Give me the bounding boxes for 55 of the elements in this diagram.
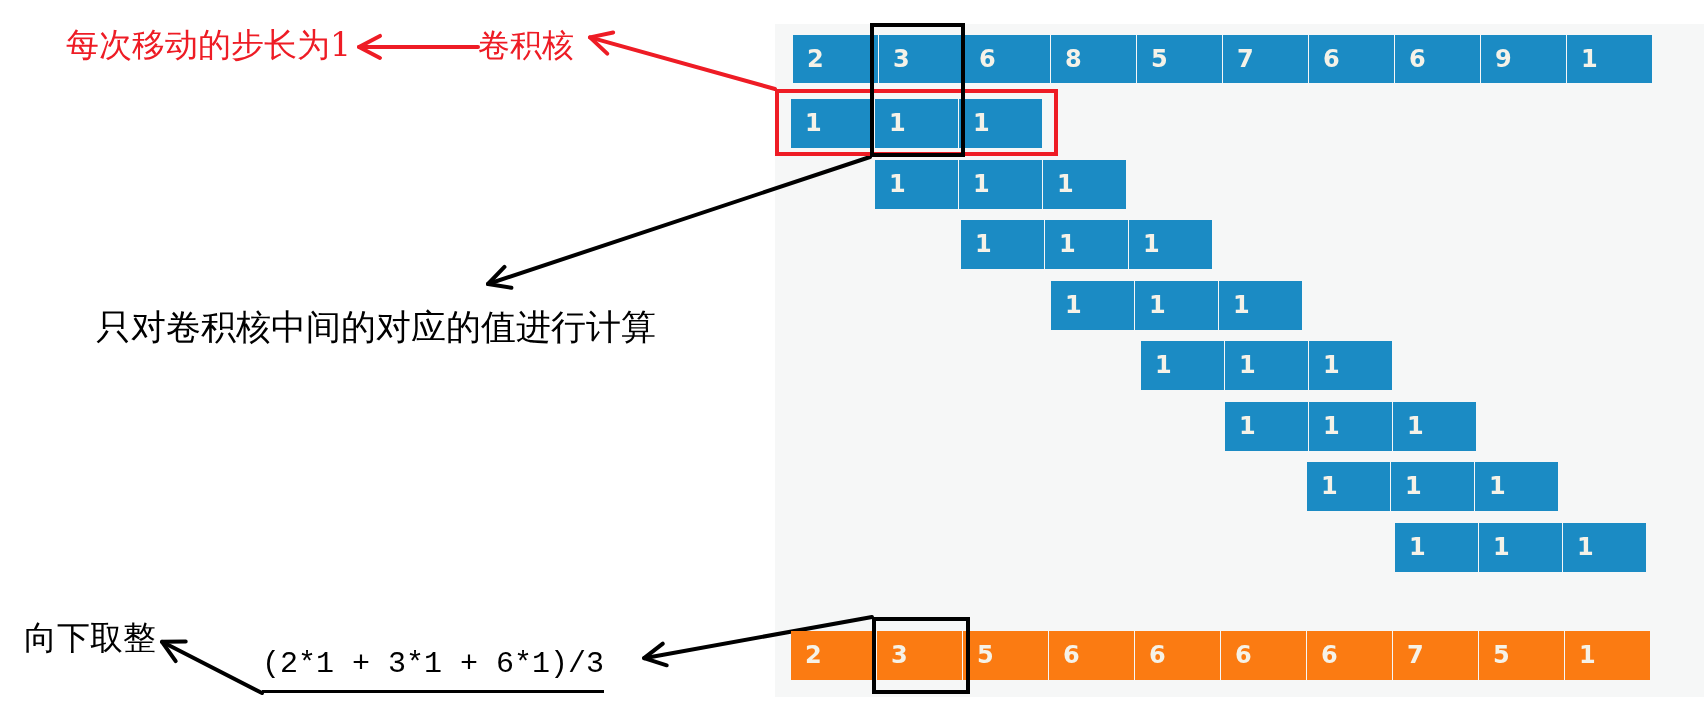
kernel-cell: 1 [1225,402,1308,451]
highlight-box [872,617,970,694]
input-cell: 3 [879,35,961,83]
kernel-cell: 1 [1043,160,1126,209]
kernel-cell: 1 [961,220,1044,269]
input-cell: 7 [1223,35,1308,83]
kernel-cell: 1 [1045,220,1128,269]
kernel-cell: 1 [1563,523,1646,572]
kernel-cell: 1 [959,99,1042,148]
input-cell: 6 [965,35,1050,83]
output-cell: 5 [1479,631,1564,680]
highlight-box [775,89,1058,156]
kernel-cell: 1 [1309,402,1392,451]
kernel-cell: 1 [1309,341,1392,390]
kernel-cell: 1 [1475,462,1558,511]
annotation-text: 卷积核 [478,26,590,64]
output-cell: 5 [963,631,1048,680]
kernel-cell: 1 [875,99,958,148]
kernel-cell: 1 [1395,523,1478,572]
arrow [588,30,777,91]
kernel-cell: 1 [1051,281,1134,330]
kernel-cell: 1 [1393,402,1476,451]
kernel-cell: 1 [959,160,1042,209]
input-cell: 9 [1481,35,1566,83]
output-cell: 6 [1049,631,1134,680]
output-cell: 3 [877,631,962,680]
kernel-cell: 1 [1479,523,1562,572]
output-cell: 6 [1135,631,1220,680]
kernel-cell: 1 [1307,462,1390,511]
arrow [357,33,480,60]
annotation-text: 向下取整 [24,619,162,657]
input-cell: 8 [1051,35,1136,83]
kernel-cell: 1 [1129,220,1212,269]
arrow [486,155,872,290]
input-cell: 6 [1395,35,1480,83]
input-cell: 6 [1309,35,1394,83]
output-cell: 6 [1221,631,1306,680]
output-cell: 1 [1565,631,1650,680]
kernel-cell: 1 [1135,281,1218,330]
kernel-cell: 1 [1225,341,1308,390]
arrow [642,615,874,668]
output-cell: 6 [1307,631,1392,680]
highlight-box [870,23,965,157]
arrow [160,639,264,695]
input-cell: 1 [1567,35,1652,83]
input-cell: 5 [1137,35,1222,83]
input-cell: 2 [793,35,878,83]
formula-text: (2*1 + 3*1 + 6*1)/3 [262,646,645,693]
kernel-cell: 1 [1141,341,1224,390]
annotation-text: 只对卷积核中间的对应的值进行计算 [96,284,656,350]
kernel-cell: 1 [1391,462,1474,511]
kernel-cell: 1 [1219,281,1302,330]
kernel-cell: 1 [875,160,958,209]
annotation-text: 每次移动的步长为1 [66,26,359,64]
output-cell: 7 [1393,631,1478,680]
